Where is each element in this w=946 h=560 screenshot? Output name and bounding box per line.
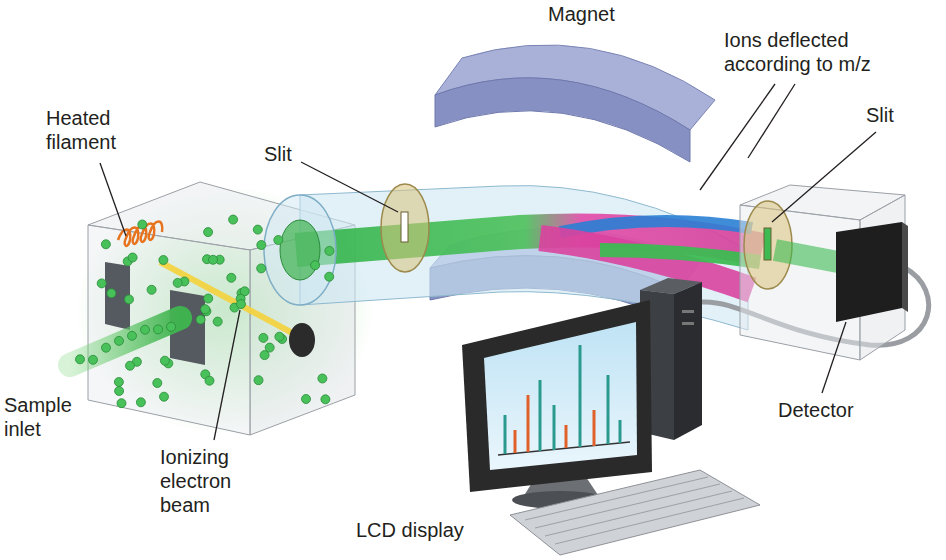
slit-label: Slit [264, 142, 292, 166]
molecule-dot [318, 374, 327, 383]
molecule-dot [97, 279, 106, 288]
molecule-dot [209, 255, 218, 264]
detector-box [740, 185, 908, 360]
molecule-dot [204, 228, 213, 237]
molecule-dot [311, 261, 320, 270]
molecule-dot [115, 336, 124, 345]
molecule-dot [253, 225, 262, 234]
molecule-dot [229, 215, 238, 224]
molecule-dot [138, 220, 147, 229]
keyboard [510, 470, 760, 555]
molecule-dot [154, 325, 163, 334]
molecule-dot [76, 355, 85, 364]
molecule-dot [302, 395, 311, 404]
molecule-dot [204, 294, 213, 303]
molecule-dot [128, 331, 137, 340]
molecule-dot [321, 395, 330, 404]
filament-label: Heated filament [46, 106, 138, 154]
molecule-dot [265, 343, 274, 352]
molecule-dot [115, 387, 124, 396]
molecule-dot [160, 356, 169, 365]
molecule-dot [254, 376, 263, 385]
molecule-dot [136, 398, 145, 407]
molecule-dot [114, 378, 123, 387]
detector-label: Detector [778, 398, 854, 422]
molecule-dot [89, 355, 98, 364]
slit-disc [381, 184, 429, 272]
beam-label: Ionizing electron beam [160, 445, 256, 517]
molecule-dot [325, 246, 334, 255]
molecule-dot [205, 376, 214, 385]
molecule-dot [275, 332, 284, 341]
magnet-label: Magnet [548, 2, 615, 26]
molecule-dot [117, 399, 126, 408]
molecule-dot [101, 240, 110, 249]
molecule-dot [325, 272, 334, 281]
molecule-dot [147, 285, 156, 294]
lcd-monitor [462, 300, 652, 509]
molecule-dot [167, 322, 176, 331]
molecule-dot [128, 253, 137, 262]
sample-inlet-tube [70, 318, 180, 365]
molecule-dot [159, 256, 168, 265]
magnet-upper [435, 45, 715, 162]
molecule-dot [237, 300, 246, 309]
molecule-dot [173, 278, 182, 287]
molecule-dot [201, 305, 210, 314]
display-label: LCD display [356, 518, 464, 542]
molecule-dot [274, 236, 283, 245]
molecule-dot [107, 289, 116, 298]
molecule-dot [141, 325, 150, 334]
molecule-dot [160, 392, 169, 401]
molecule-dot [153, 379, 162, 388]
molecule-dot [126, 361, 135, 370]
sample-molecules [76, 215, 334, 408]
molecule-dot [257, 264, 266, 273]
molecule-dot [196, 315, 205, 324]
molecule-dot [125, 295, 134, 304]
molecule-dot [259, 333, 268, 342]
slit-label: Slit [866, 103, 894, 127]
electron-collector [289, 323, 315, 357]
leader-lines [100, 84, 876, 440]
molecule-dot [257, 241, 266, 250]
molecule-dot [102, 343, 111, 352]
molecule-dot [213, 317, 222, 326]
inlet-label: Sample inlet [4, 393, 86, 441]
molecule-dot [227, 273, 236, 282]
ions-label: Ions deflected according to m/z [724, 28, 892, 76]
